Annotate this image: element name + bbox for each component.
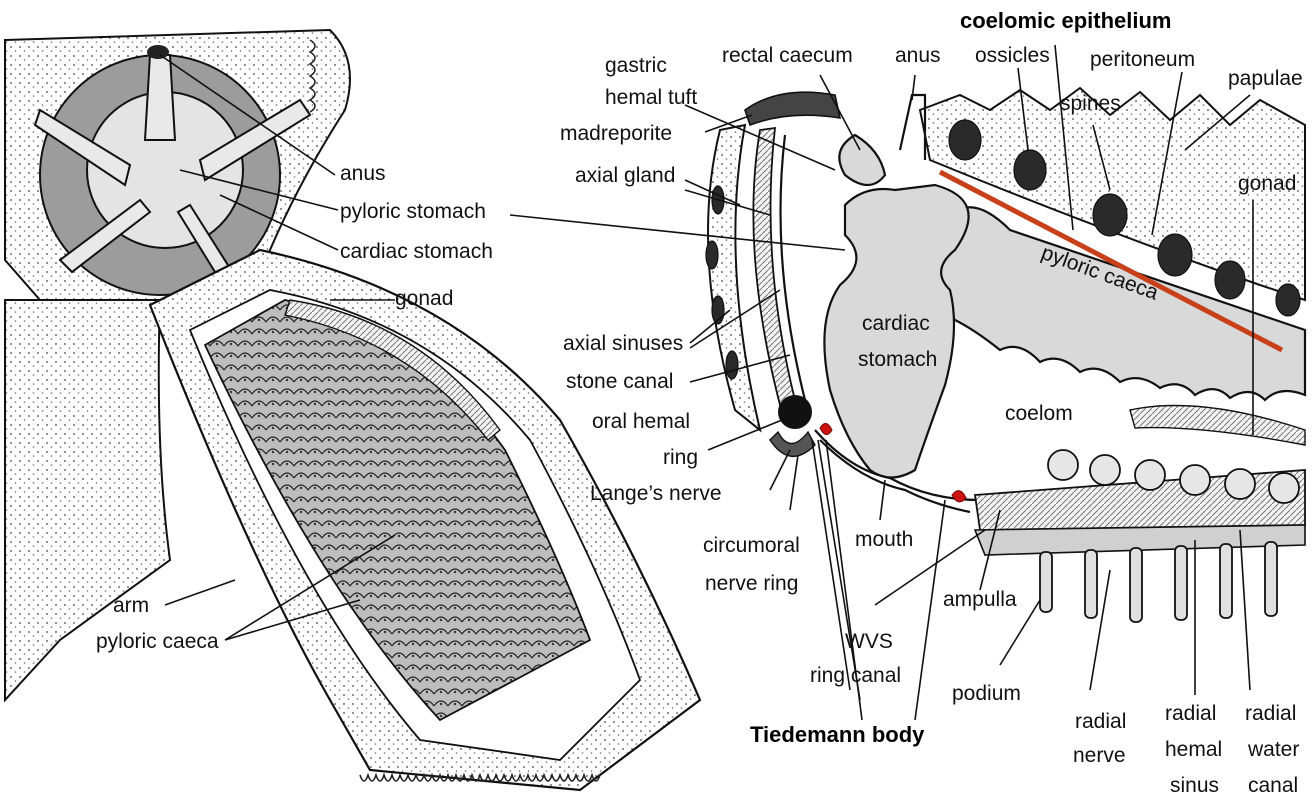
label-cardiac-stomach-left: cardiac stomach (340, 240, 493, 263)
label-radial-1: radial (1075, 710, 1126, 733)
label-axial-sinuses: axial sinuses (563, 332, 683, 355)
circumoral-nerve-ring (770, 432, 815, 456)
label-papulae: papulae (1228, 67, 1303, 90)
label-hemal: hemal (1165, 738, 1222, 761)
label-ring: ring (663, 446, 698, 469)
label-spines: spines (1060, 92, 1121, 115)
label-pyloric-stomach: pyloric stomach (340, 200, 486, 223)
label-sinus: sinus (1170, 774, 1219, 797)
label-rectal-caecum: rectal caecum (722, 44, 853, 67)
label-wvs: WVS (845, 630, 893, 653)
label-gastric: gastric (605, 54, 667, 77)
oral-hemal-ring (778, 395, 812, 429)
tiedemann-body-marker-oral (820, 423, 832, 434)
label-tiedemann-body: Tiedemann body (750, 722, 925, 747)
label-coelom: coelom (1005, 402, 1073, 425)
label-pyloric-caeca-left: pyloric caeca (96, 630, 219, 653)
body-wall-column (708, 125, 760, 430)
label-coelomic-epithelium: coelomic epithelium (960, 8, 1172, 33)
anus-opening (147, 45, 169, 59)
label-stone-canal: stone canal (566, 370, 673, 393)
label-mouth: mouth (855, 528, 913, 551)
label-cardiac: cardiac (862, 312, 930, 335)
label-langes-nerve: Lange’s nerve (590, 482, 722, 505)
label-ampulla: ampulla (943, 588, 1017, 611)
label-gonad-left: gonad (395, 287, 453, 310)
label-radial-2: radial (1165, 702, 1216, 725)
intestine-to-anus (900, 95, 925, 160)
label-ossicles: ossicles (975, 44, 1050, 67)
label-radial-3: radial (1245, 702, 1296, 725)
label-anus-section: anus (895, 44, 941, 67)
label-podium: podium (952, 682, 1021, 705)
rectal-caecum (839, 135, 885, 185)
madreporite (745, 92, 840, 125)
label-hemal-tuft: hemal tuft (605, 86, 697, 109)
label-ring-canal: ring canal (810, 664, 901, 687)
label-canal: canal (1248, 774, 1298, 797)
label-anus-left: anus (340, 162, 386, 185)
label-axial-gland: axial gland (575, 164, 675, 187)
tiedemann-body-marker-radial (952, 491, 966, 502)
label-circumoral: circumoral (703, 534, 800, 557)
label-stomach: stomach (858, 348, 937, 371)
label-nerve: nerve (1073, 744, 1126, 767)
label-oral-hemal: oral hemal (592, 410, 690, 433)
label-arm: arm (113, 594, 149, 617)
label-water: water (1247, 738, 1299, 761)
gonad-section (1130, 406, 1305, 446)
label-madreporite: madreporite (560, 122, 672, 145)
label-nerve-ring: nerve ring (705, 572, 798, 595)
label-gonad-section: gonad (1238, 172, 1296, 195)
label-peritoneum: peritoneum (1090, 48, 1195, 71)
